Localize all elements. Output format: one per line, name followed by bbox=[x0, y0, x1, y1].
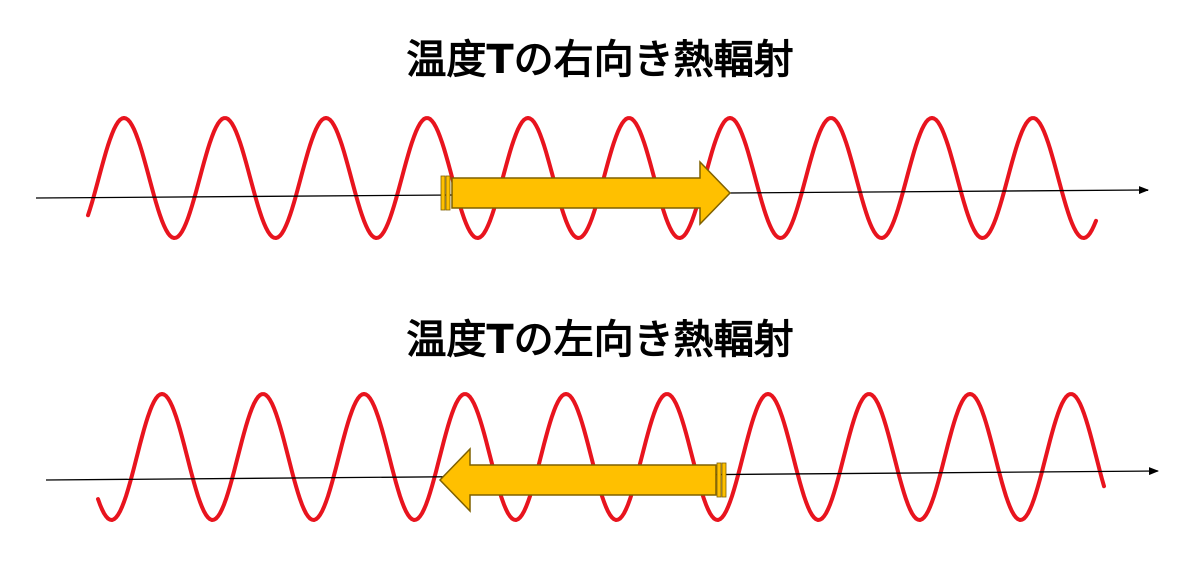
wave-top bbox=[86, 116, 1098, 240]
title-right-radiation: 温度Tの右向き熱輻射 bbox=[406, 37, 794, 83]
title-left-radiation: 温度Tの左向き熱輻射 bbox=[406, 317, 794, 363]
arrow-left bbox=[438, 447, 727, 513]
arrow-right bbox=[440, 160, 732, 226]
wave-bottom bbox=[96, 392, 1106, 522]
